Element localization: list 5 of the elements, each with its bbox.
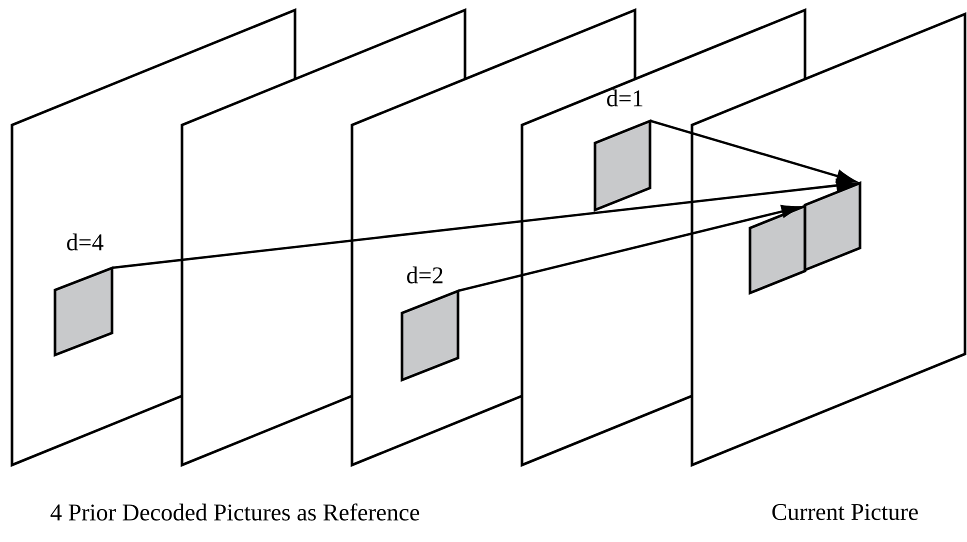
caption-text: Current Picture [772,504,918,520]
edge-label: d=2 [407,266,442,284]
edge-label: d=1 [607,90,642,106]
edge-label: d=4 [67,234,104,250]
caption-text: 4 Prior Decoded Pictures as Reference [50,503,420,521]
